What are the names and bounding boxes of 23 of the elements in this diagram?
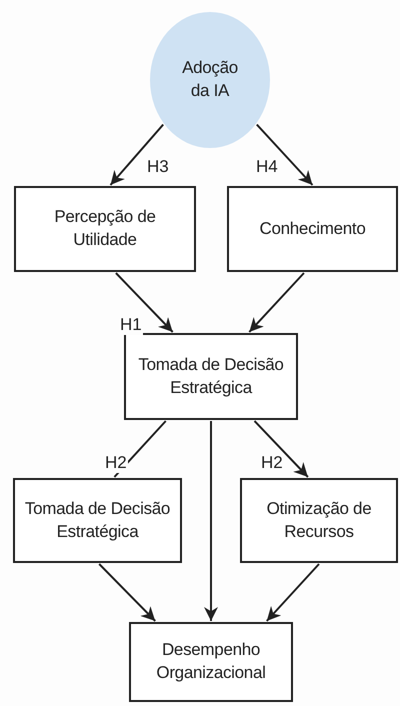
edge-label: H2 bbox=[104, 454, 128, 473]
node-label: Tomada de Decisão Estratégica bbox=[24, 498, 172, 542]
node-label: Desempenho Organizacional bbox=[155, 639, 267, 684]
process-box bbox=[227, 186, 398, 272]
process-box bbox=[240, 478, 398, 563]
arrow bbox=[204, 421, 218, 621]
node-label: Tomada de Decisão Estratégica bbox=[137, 354, 285, 398]
node-label: Percepção de Utilidade bbox=[53, 206, 157, 251]
edge-label: H1 bbox=[119, 316, 143, 335]
arrow bbox=[266, 563, 320, 622]
node-label: Conhecimento bbox=[258, 218, 367, 240]
process-box bbox=[124, 333, 298, 420]
node-label: Adoção da IA bbox=[181, 57, 239, 102]
process-box bbox=[129, 622, 293, 702]
arrow bbox=[256, 124, 314, 186]
arrow bbox=[110, 124, 164, 186]
process-box bbox=[13, 478, 182, 563]
arrow bbox=[98, 563, 156, 622]
node-label: Otimização de Recursos bbox=[266, 498, 372, 542]
arrow bbox=[248, 272, 305, 333]
arrow bbox=[254, 420, 309, 478]
arrow bbox=[115, 272, 174, 333]
process-box bbox=[14, 186, 196, 272]
